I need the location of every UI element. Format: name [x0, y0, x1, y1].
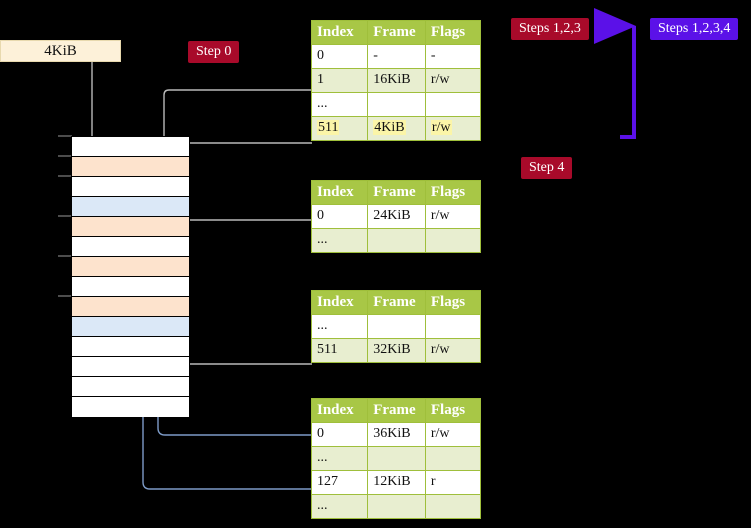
table-cell	[424, 446, 482, 471]
table-cell: r/w	[424, 68, 482, 93]
table-cell: ...	[310, 314, 369, 339]
highlighted-value: 4KiB	[373, 120, 406, 135]
table-header-index: Index	[310, 20, 369, 45]
size-label-4kib: 4KiB	[0, 40, 121, 62]
table-cell: r	[424, 470, 482, 495]
table-cell	[424, 314, 482, 339]
table-cell: 0	[310, 204, 369, 229]
memory-frame-row	[72, 137, 189, 157]
badge-steps-123: Steps 1,2,3	[511, 18, 589, 40]
table-row: 0--	[310, 44, 482, 69]
table-cell: r/w	[424, 116, 482, 141]
table-header-flags: Flags	[424, 398, 482, 423]
table-header-frame: Frame	[367, 398, 426, 423]
table-cell	[367, 314, 426, 339]
table-row: ...	[310, 314, 482, 339]
memory-frame-row	[72, 317, 189, 337]
table-cell: r/w	[424, 338, 482, 363]
table-cell	[367, 494, 426, 519]
table-cell: 511	[310, 116, 369, 141]
table-cell: 0	[310, 422, 369, 447]
table-cell: 12KiB	[367, 470, 426, 495]
highlighted-value: r/w	[430, 120, 452, 135]
table-row: ...	[310, 446, 482, 471]
table-cell: ...	[310, 92, 369, 117]
table-cell: r/w	[424, 422, 482, 447]
highlighted-value: 511	[317, 120, 340, 135]
table-row: 511 4KiB r/w	[310, 116, 482, 141]
table-cell: -	[424, 44, 482, 69]
table-cell	[424, 92, 482, 117]
table-cell: 0	[310, 44, 369, 69]
memory-frame-row	[72, 157, 189, 177]
table-row: ...	[310, 228, 482, 253]
memory-frame-row	[72, 357, 189, 377]
memory-frame-row	[72, 297, 189, 317]
table-cell: 511	[310, 338, 369, 363]
memory-frame-row	[72, 337, 189, 357]
memory-frame-row	[72, 397, 189, 417]
memory-frame-row	[72, 257, 189, 277]
memory-frame-row	[72, 377, 189, 397]
badge-step-4: Step 4	[521, 157, 573, 179]
table-cell: 127	[310, 470, 369, 495]
table-cell	[367, 228, 426, 253]
table-header-frame: Frame	[367, 20, 426, 45]
table-header-flags: Flags	[424, 290, 482, 315]
badge-steps-1234: Steps 1,2,3,4	[650, 18, 739, 40]
table-header-frame: Frame	[367, 290, 426, 315]
table-cell: 32KiB	[367, 338, 426, 363]
memory-frame-row	[72, 217, 189, 237]
table-cell: r/w	[424, 204, 482, 229]
table-cell: -	[367, 44, 426, 69]
table-cell	[367, 92, 426, 117]
table-header-flags: Flags	[424, 20, 482, 45]
table-header-index: Index	[310, 180, 369, 205]
table-cell: 1	[310, 68, 369, 93]
table-row: ...	[310, 494, 482, 519]
table-cell: ...	[310, 446, 369, 471]
table-cell	[424, 228, 482, 253]
badge-step-0: Step 0	[188, 41, 240, 63]
table-header-flags: Flags	[424, 180, 482, 205]
table-header-index: Index	[310, 290, 369, 315]
physical-memory-grid	[71, 136, 190, 417]
table-row: ...	[310, 92, 482, 117]
table-cell	[424, 494, 482, 519]
table-cell: ...	[310, 228, 369, 253]
table-cell: 36KiB	[367, 422, 426, 447]
table-cell: 4KiB	[367, 116, 426, 141]
table-header-frame: Frame	[367, 180, 426, 205]
memory-frame-row	[72, 177, 189, 197]
memory-frame-row	[72, 197, 189, 217]
table-cell: 24KiB	[367, 204, 426, 229]
table-cell	[367, 446, 426, 471]
table-header-index: Index	[310, 398, 369, 423]
table-cell: 16KiB	[367, 68, 426, 93]
memory-frame-row	[72, 237, 189, 257]
memory-frame-row	[72, 277, 189, 297]
table-cell: ...	[310, 494, 369, 519]
